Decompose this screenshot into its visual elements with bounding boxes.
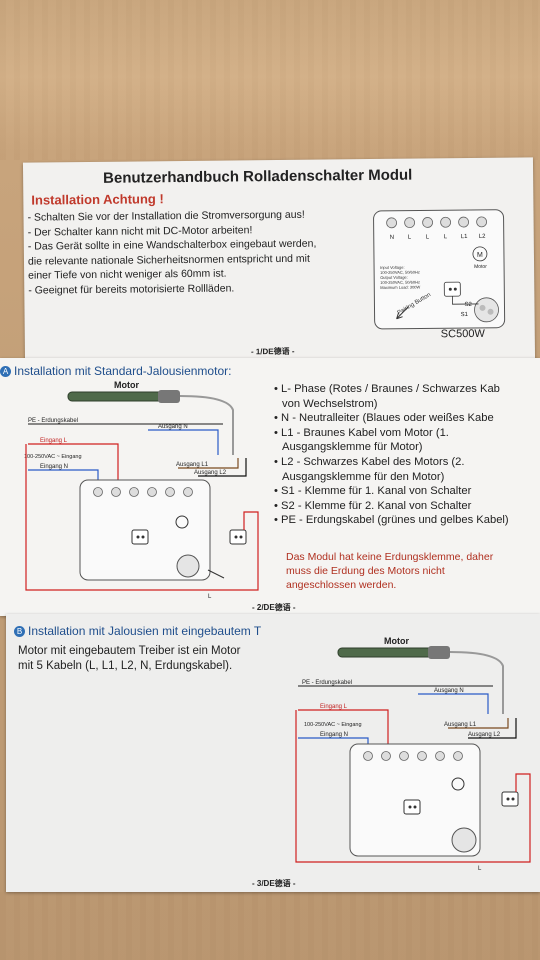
page-number: - 3/DE德语 -: [252, 879, 296, 888]
manual-page-1: Benutzerhandbuch Rolladenschalter Modul …: [22, 157, 536, 365]
legend-line: • L- Phase (Rotes / Braunes / Schwarzes …: [274, 383, 500, 395]
svg-text:Ausgang L1: Ausgang L1: [176, 462, 209, 468]
section-description: Motor mit eingebautem Treiber ist ein Mo…: [18, 644, 240, 673]
svg-text:Ausgang L2: Ausgang L2: [194, 470, 227, 476]
terminal-label: L: [444, 234, 448, 240]
svg-text:S1: S1: [461, 312, 469, 318]
section-badge: A: [0, 366, 11, 378]
model-label: SC500W: [440, 327, 485, 341]
svg-text:100-250VAC, 50/60Hz: 100-250VAC, 50/60Hz: [380, 270, 420, 275]
warning-heading: Installation Achtung !: [31, 191, 164, 208]
warning-line: - Geeignet für bereits motorisierte Roll…: [28, 281, 235, 297]
svg-text:Motor: Motor: [114, 380, 139, 390]
svg-text:Ausgang N: Ausgang N: [434, 688, 464, 694]
svg-text:Ausgang L1: Ausgang L1: [444, 722, 477, 728]
svg-text:Ausgang N: Ausgang N: [158, 424, 188, 430]
note-line: angeschlossen werden.: [286, 579, 397, 591]
terminal-legend: • L- Phase (Rotes / Braunes / Schwarzes …: [274, 382, 540, 528]
description-line: Motor mit eingebautem Treiber ist ein Mo…: [18, 645, 241, 657]
legend-line: • L2 - Schwarzes Kabel des Motors (2.: [274, 455, 465, 468]
section-badge: B: [14, 626, 25, 638]
terminal-label: L2: [479, 234, 486, 240]
svg-text:Eingang N: Eingang N: [320, 732, 348, 738]
svg-text:Eingang L: Eingang L: [40, 438, 68, 444]
svg-text:100-250VAC ~ Eingang: 100-250VAC ~ Eingang: [24, 454, 82, 460]
legend-line: • L1 - Braunes Kabel vom Motor (1.: [274, 426, 449, 439]
page-title: Benutzerhandbuch Rolladenschalter Modul: [103, 166, 413, 187]
svg-text:Motor: Motor: [474, 264, 487, 270]
svg-text:S2: S2: [464, 302, 472, 308]
wiring-diagram-builtin-driver: Motor PE - Erdungskabel Ausgang N Eingan…: [295, 636, 531, 872]
section-heading-text: Installation mit Standard-Jalousienmotor…: [14, 364, 232, 378]
terminal-label: L: [408, 235, 412, 241]
svg-text:Eingang L: Eingang L: [320, 704, 348, 710]
svg-text:L: L: [208, 594, 212, 600]
warning-list: - Schalten Sie vor der Installation die …: [27, 207, 368, 298]
section-heading-text: Installation mit Jalousien mit eingebaut…: [28, 624, 262, 638]
page-number: - 1/DE德语 -: [250, 346, 295, 357]
svg-text:100-250VAC, 50/60Hz: 100-250VAC, 50/60Hz: [380, 280, 420, 285]
page-number: - 2/DE德语 -: [252, 603, 296, 612]
svg-text:Ausgang L2: Ausgang L2: [468, 732, 501, 738]
note-line: muss die Erdung des Motors nicht: [286, 565, 445, 577]
svg-text:Eingang N: Eingang N: [40, 464, 68, 470]
grounding-note: Das Modul hat keine Erdungsklemme, daher…: [286, 550, 493, 592]
svg-text:Input Voltage:: Input Voltage:: [380, 265, 405, 270]
terminal-label: L: [426, 234, 430, 240]
svg-text:M: M: [477, 252, 483, 259]
legend-line: • S2 - Klemme für 2. Kanal von Schalter: [274, 499, 472, 512]
legend-line: Ausgangsklemme für den Motor): [282, 470, 445, 483]
legend-line: • N - Neutralleiter (Blaues oder weißes …: [274, 412, 494, 425]
legend-line: von Wechselstrom): [282, 397, 378, 410]
terminal-label: N: [390, 235, 394, 241]
legend-line: • PE - Erdungskabel (grünes und gelbes K…: [274, 514, 509, 527]
legend-line: • S1 - Klemme für 1. Kanal von Schalter: [274, 485, 472, 498]
module-diagram: N L L L L1 L2 Input Voltage: 100-250VAC,…: [373, 209, 506, 330]
svg-text:Output Voltage:: Output Voltage:: [380, 275, 408, 280]
wooden-table-bottom: [0, 892, 540, 960]
legend-line: Ausgangsklemme für Motor): [282, 441, 423, 454]
wiring-diagram-standard: Motor PE - Erdungskabel Ausgang N Eingan…: [24, 380, 259, 600]
svg-text:PE - Erdungskabel: PE - Erdungskabel: [28, 418, 78, 424]
terminal-label: L1: [461, 234, 468, 240]
description-line: mit 5 Kabeln (L, L1, L2, N, Erdungskabel…: [18, 659, 233, 672]
svg-text:Motor: Motor: [384, 636, 409, 646]
svg-text:100-250VAC ~ Eingang: 100-250VAC ~ Eingang: [304, 722, 362, 728]
svg-text:Maximum Load: 300W: Maximum Load: 300W: [380, 285, 420, 290]
svg-text:PE - Erdungskabel: PE - Erdungskabel: [302, 680, 352, 686]
svg-text:L: L: [478, 866, 482, 872]
wooden-table: [0, 0, 540, 160]
note-line: Das Modul hat keine Erdungsklemme, daher: [286, 551, 494, 563]
